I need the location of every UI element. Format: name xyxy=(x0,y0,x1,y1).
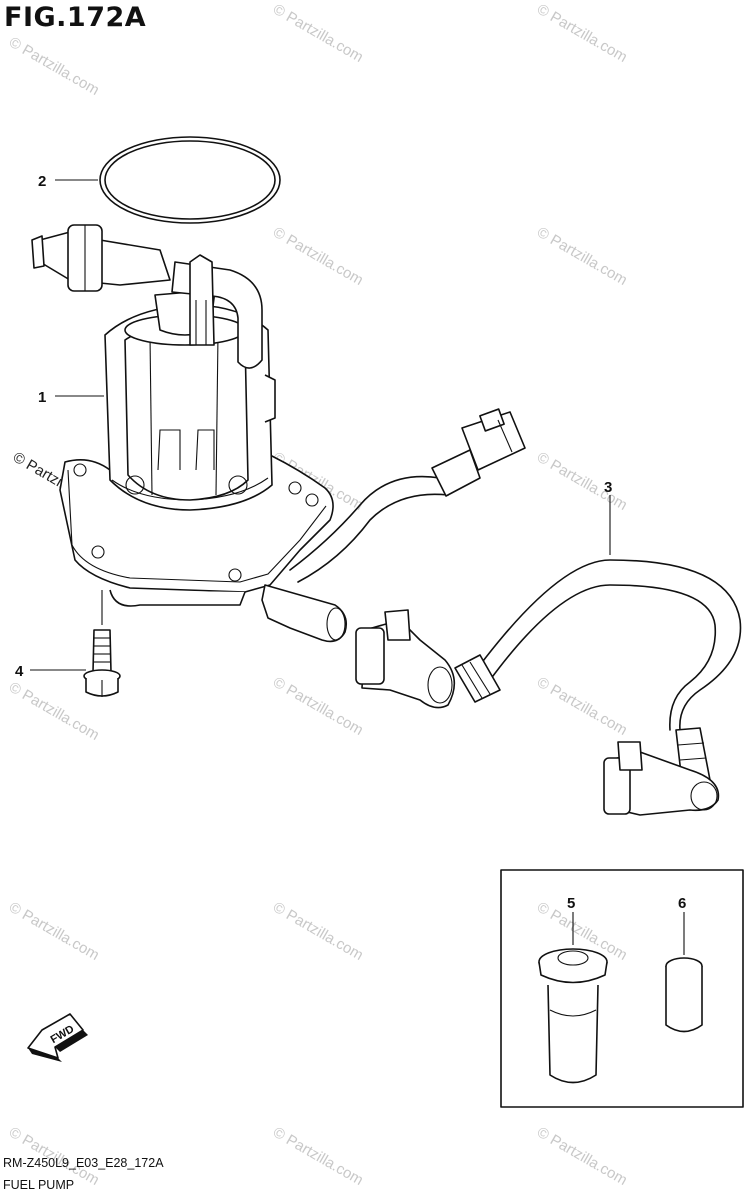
callout-2: 2 xyxy=(38,173,46,190)
figure-code: RM-Z450L9_E03_E28_172A xyxy=(3,1156,164,1170)
fitting-part xyxy=(538,912,608,1084)
callout-leaders xyxy=(30,179,611,671)
forward-arrow-icon: FWD xyxy=(27,1013,88,1062)
figure-title: FIG.172A xyxy=(4,2,147,33)
callout-5: 5 xyxy=(567,895,575,912)
fuel-hose-assembly xyxy=(355,559,742,816)
watermark: © Partzilla.com xyxy=(6,899,102,964)
watermark: © Partzilla.com xyxy=(270,674,366,739)
o-ring-part xyxy=(99,136,281,224)
watermark: © Partzilla.com xyxy=(270,224,366,289)
watermark: © Partzilla.com xyxy=(534,674,630,739)
bolt-part xyxy=(83,590,121,697)
fuel-pump-assembly xyxy=(31,224,348,643)
watermark: © Partzilla.com xyxy=(534,1124,630,1189)
callout-6: 6 xyxy=(678,895,686,912)
watermark: © Partzilla.com xyxy=(534,224,630,289)
sleeve-part xyxy=(665,912,703,1033)
callout-1: 1 xyxy=(38,389,46,406)
callout-4: 4 xyxy=(15,663,24,680)
watermark: © Partzilla.com xyxy=(534,1,630,66)
wiring-harness xyxy=(289,408,526,583)
watermark: © Partzilla.com xyxy=(6,34,102,99)
figure-name: FUEL PUMP xyxy=(3,1178,75,1192)
callout-3: 3 xyxy=(604,479,612,496)
watermark: © Partzilla.com xyxy=(534,449,630,514)
watermark: © Partzilla.com xyxy=(270,1,366,66)
inset-box xyxy=(500,869,744,1108)
watermark: © Partzilla.com xyxy=(270,1124,366,1189)
watermark: © Partzilla.com xyxy=(270,899,366,964)
